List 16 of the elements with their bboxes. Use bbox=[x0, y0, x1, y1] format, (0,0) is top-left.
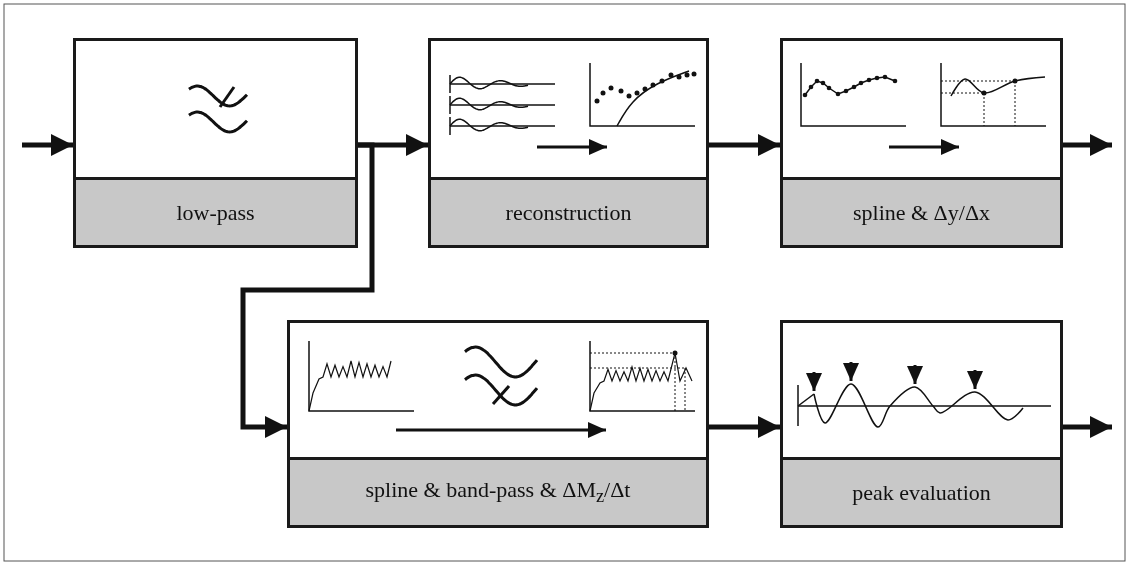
arrow bbox=[1063, 416, 1112, 438]
block-label: reconstruction bbox=[505, 199, 632, 226]
arrow bbox=[1063, 134, 1112, 156]
process-block bbox=[780, 320, 1063, 528]
block-label: peak evaluation bbox=[852, 479, 991, 506]
process-block bbox=[73, 38, 358, 248]
block-label: low-pass bbox=[176, 199, 255, 226]
arrow bbox=[709, 134, 780, 156]
process-block bbox=[780, 38, 1063, 248]
arrow bbox=[22, 134, 73, 156]
process-block bbox=[428, 38, 709, 248]
arrow bbox=[709, 416, 780, 438]
arrow bbox=[240, 142, 375, 438]
process-block bbox=[287, 320, 709, 528]
block-label: spline & Δy/Δx bbox=[852, 199, 991, 226]
block-label: spline & band-pass & ΔM$_{z}$/Δt bbox=[365, 477, 631, 508]
